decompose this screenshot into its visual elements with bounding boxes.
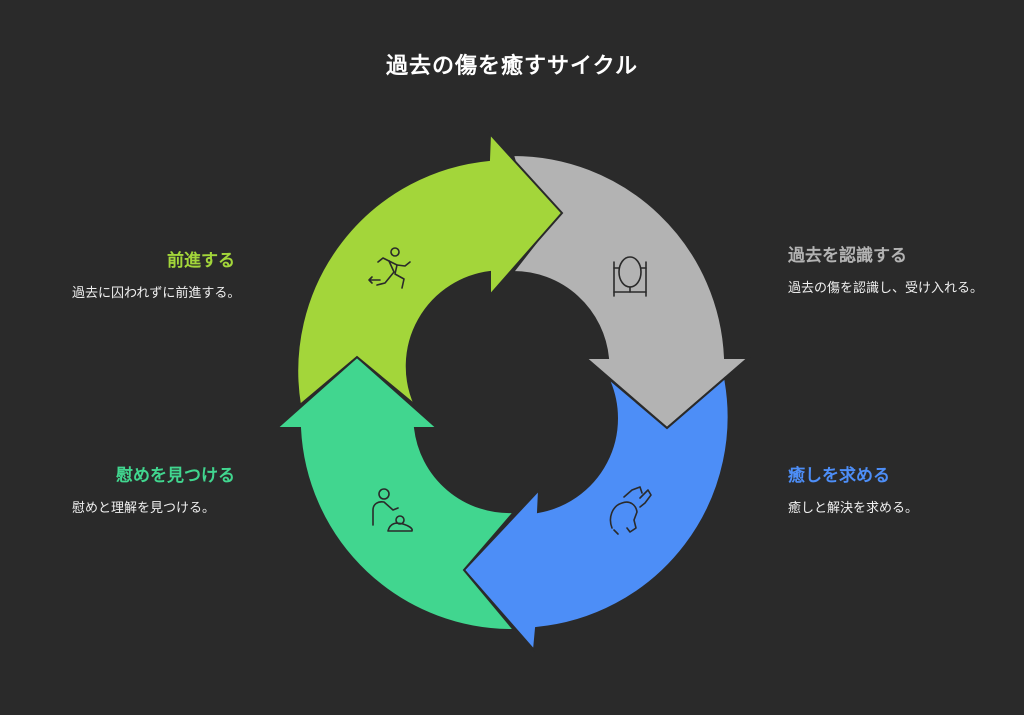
comforting-person-icon: [372, 488, 413, 532]
stage-find-comfort-description: 慰めと理解を見つける。: [72, 501, 216, 516]
healing-hands-icon: [609, 486, 652, 535]
stage-seek-healing-heading: 癒しを求める: [788, 466, 890, 486]
running-person-icon: [368, 247, 411, 289]
stage-move-forward: 前進する 過去に囚われずに前進する。: [72, 246, 252, 302]
segment-seek-healing: [462, 376, 730, 653]
segment-find-comfort: [274, 355, 517, 632]
segment-move-forward: [296, 131, 564, 407]
stage-find-comfort-heading: 慰めを見つける: [116, 466, 235, 486]
diagram-title: 過去の傷を癒すサイクル: [386, 54, 638, 79]
mirror-icon: [613, 256, 647, 297]
stage-move-forward-heading: 前進する: [167, 251, 235, 271]
stage-seek-healing: 癒しを求める 癒しと解決を求める。: [788, 461, 988, 517]
stage-seek-healing-description: 癒しと解決を求める。: [788, 501, 919, 516]
stage-find-comfort: 慰めを見つける 慰めと理解を見つける。: [72, 461, 272, 517]
stage-recognize: 過去を認識する 過去の傷を認識し、受け入れる。: [788, 241, 988, 297]
stage-recognize-description: 過去の傷を認識し、受け入れる。: [788, 281, 984, 296]
stage-recognize-heading: 過去を認識する: [788, 246, 907, 266]
stage-move-forward-description: 過去に囚われずに前進する。: [72, 286, 241, 301]
